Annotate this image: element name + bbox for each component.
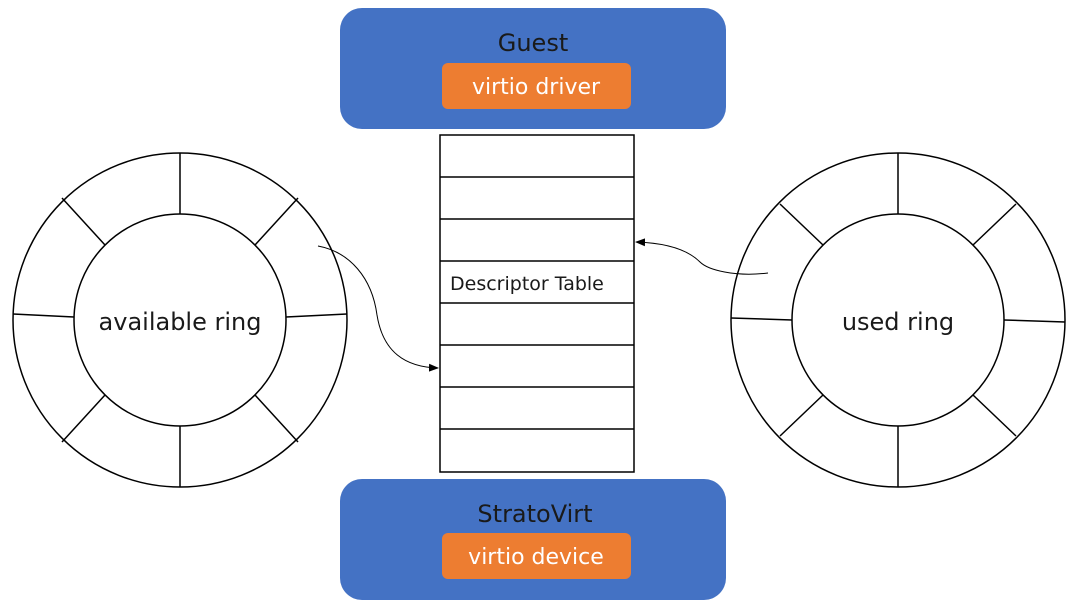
stratovirt-box: StratoVirt virtio device [340,479,726,600]
guest-box: Guest virtio driver [340,8,726,129]
descriptor-table-label: Descriptor Table [450,273,604,295]
available-ring [12,152,348,488]
ring-divider [285,313,348,318]
used-ring-label: used ring [842,308,954,336]
ring-divider [1003,319,1066,323]
guest-title: Guest [498,29,569,57]
virtio-driver-box: virtio driver [442,63,631,109]
ring-divider [61,394,106,443]
ring-divider [972,203,1017,246]
ring-divider [61,197,106,246]
virtio-driver-label: virtio driver [472,75,601,100]
ring-divider [779,394,824,437]
virtio-device-label: virtio device [468,545,604,570]
ring-divider [779,203,824,246]
stratovirt-title: StratoVirt [477,500,592,528]
used-to-descriptor-arrow [635,238,769,275]
descriptor-table [439,134,635,473]
available-to-descriptor-arrow [317,245,439,372]
ring-divider [730,317,793,321]
available-ring-label: available ring [99,308,262,336]
virtio-device-box: virtio device [442,533,631,579]
ring-divider [254,394,299,443]
ring-divider [972,394,1017,437]
ring-divider [12,313,75,318]
ring-divider [254,197,299,246]
used-ring [730,152,1066,488]
